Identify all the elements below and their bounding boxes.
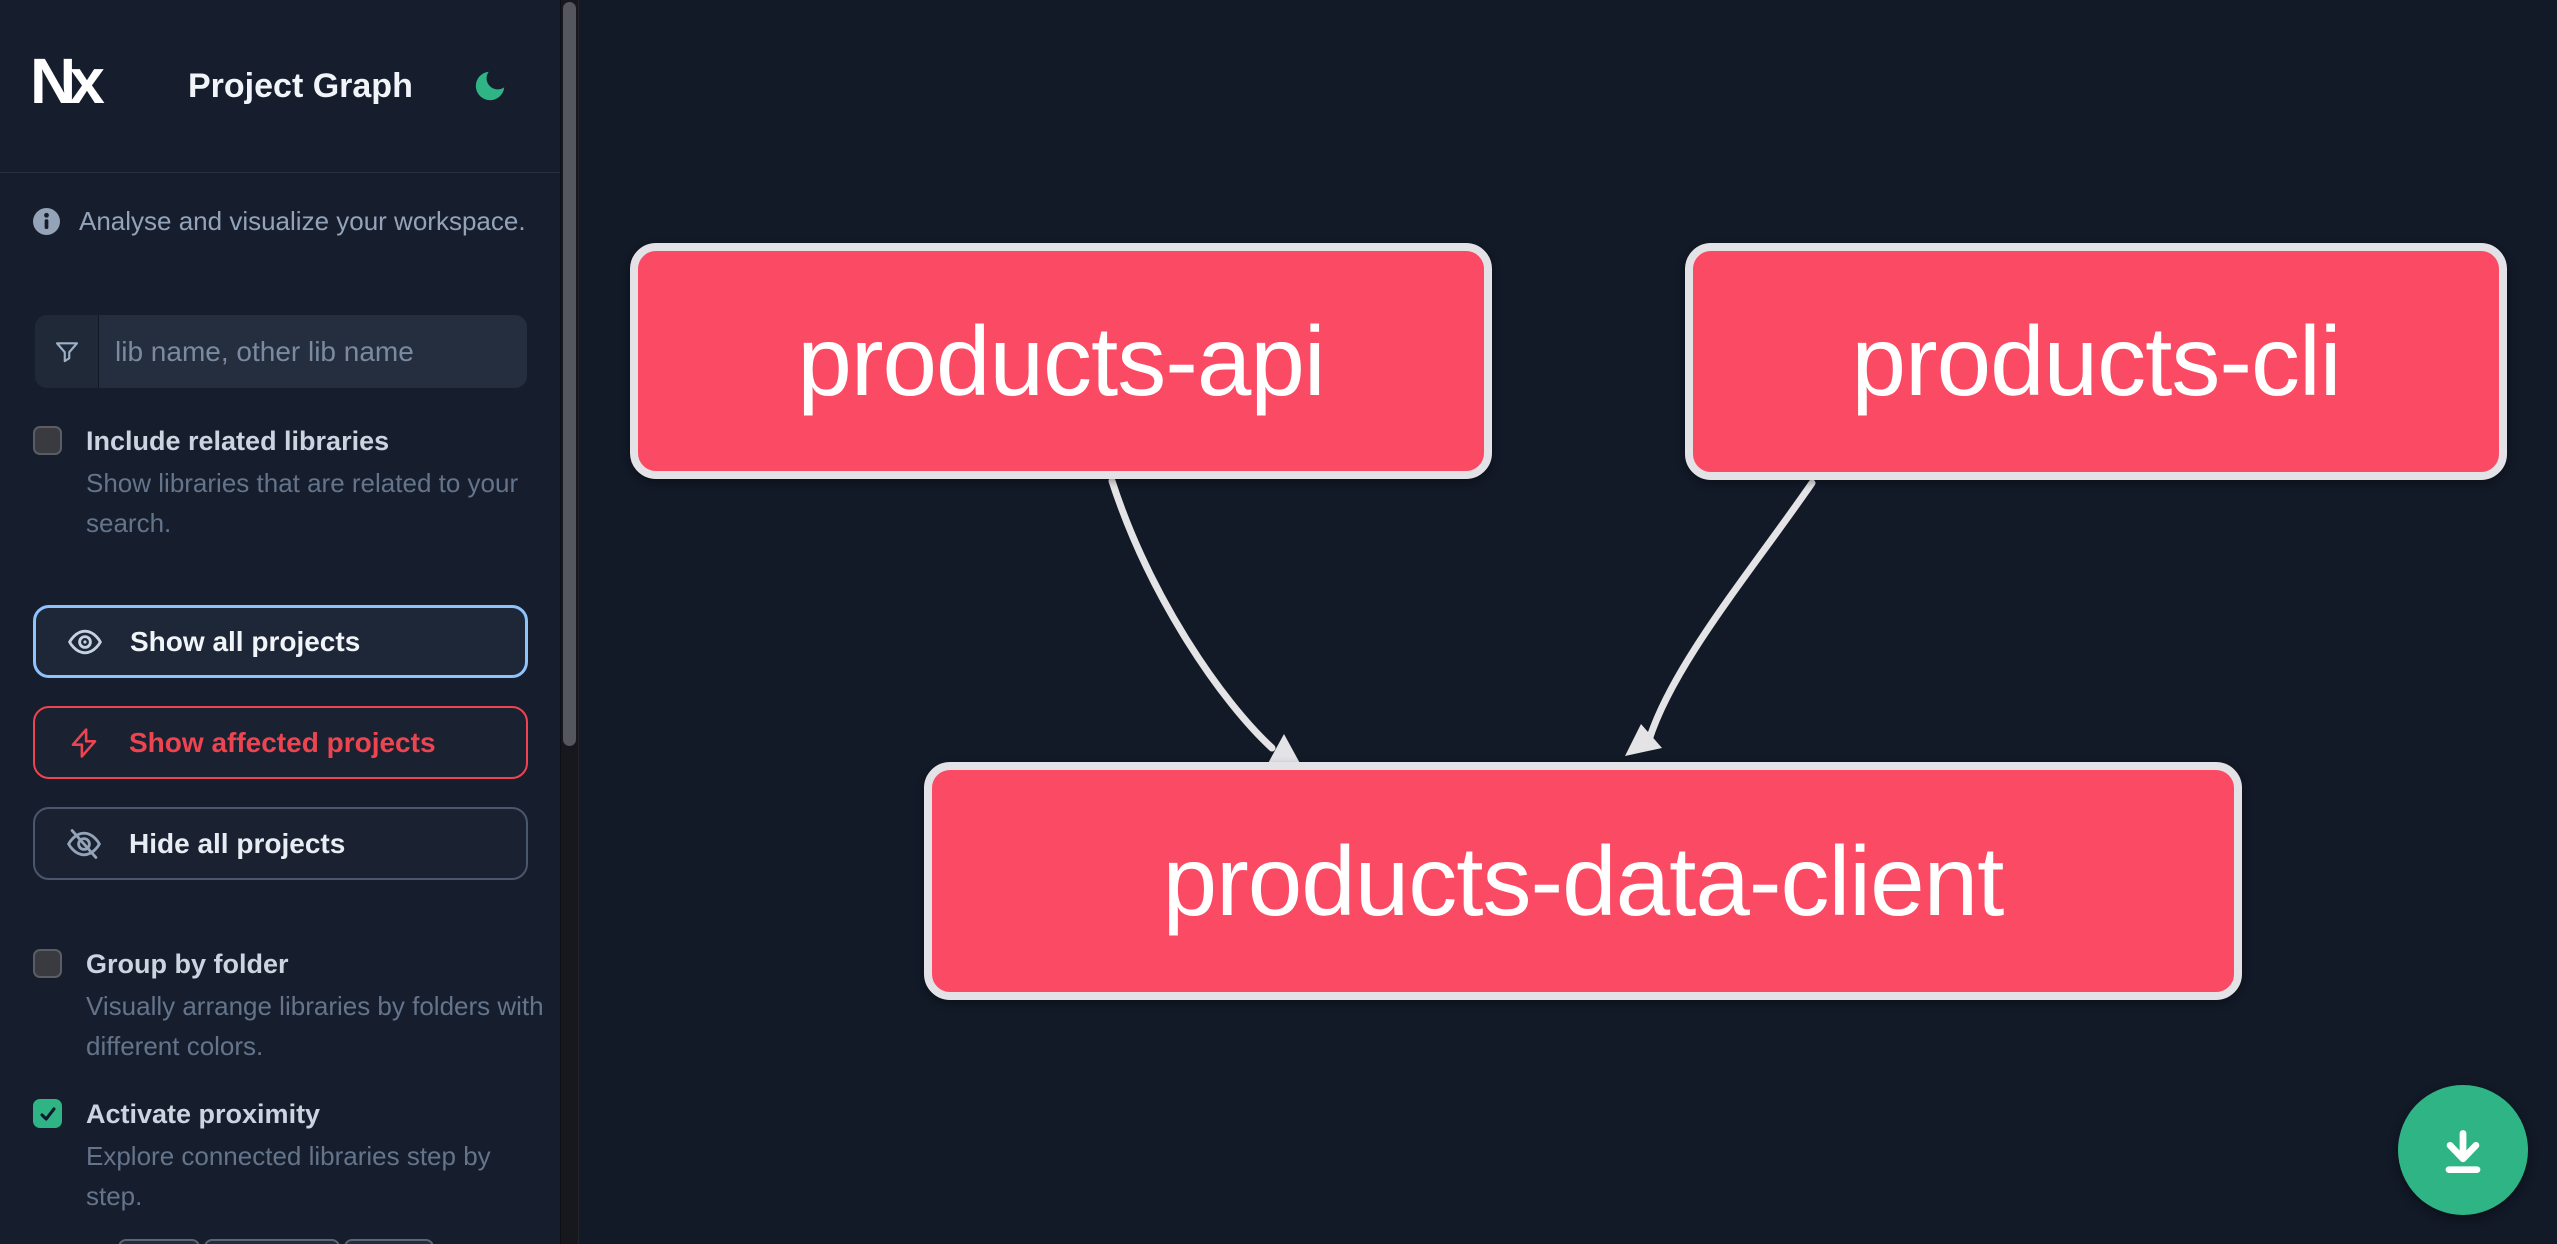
button-label: Show all projects [130, 625, 361, 657]
stepper-value [204, 1239, 340, 1244]
workspace-tagline: Analyse and visualize your workspace. [33, 206, 526, 237]
project-node-products-api[interactable]: products-api [630, 243, 1492, 479]
option-group-by-folder: Group by folder Visually arrange librari… [33, 948, 546, 1066]
sidebar: Nx Project Graph Analyse and visualize y… [0, 0, 560, 1244]
option-activate-proximity: Activate proximity Explore connected lib… [33, 1098, 546, 1216]
graph-canvas[interactable] [579, 0, 2557, 1244]
scrollbar-thumb[interactable] [563, 2, 576, 746]
show-all-projects-button[interactable]: Show all projects [33, 605, 528, 678]
sidebar-scrollbar [560, 0, 579, 1244]
checkmark-icon [39, 1106, 56, 1121]
button-label: Show affected projects [129, 726, 436, 758]
stepper-decrement-button[interactable] [118, 1239, 200, 1244]
option-include-related-libraries: Include related libraries Show libraries… [33, 425, 546, 543]
filter-icon [55, 341, 78, 362]
option-description: Show libraries that are related to your … [86, 468, 519, 538]
info-icon [33, 208, 60, 235]
show-affected-projects-button[interactable]: Show affected projects [33, 706, 528, 779]
project-node-products-cli[interactable]: products-cli [1685, 243, 2507, 480]
option-label[interactable]: Activate proximity [86, 1099, 321, 1129]
moon-icon [475, 71, 505, 101]
project-node-products-data-client[interactable]: products-data-client [924, 762, 2242, 1000]
filter-icon-box [35, 315, 99, 388]
option-label[interactable]: Include related libraries [86, 426, 390, 456]
option-description: Explore connected libraries step by step… [86, 1141, 491, 1211]
eye-icon [66, 623, 104, 661]
eye-off-icon [65, 825, 103, 863]
activate-proximity-checkbox[interactable] [33, 1099, 62, 1128]
page-title: Project Graph [188, 67, 413, 105]
nx-logo: Nx [30, 45, 105, 117]
include-related-checkbox[interactable] [33, 426, 62, 455]
tagline-text: Analyse and visualize your workspace. [79, 206, 526, 236]
save-image-button[interactable] [2398, 1085, 2528, 1215]
search-box [35, 315, 527, 388]
option-label[interactable]: Group by folder [86, 949, 289, 979]
search-input[interactable] [99, 315, 527, 388]
theme-toggle-button[interactable] [470, 66, 510, 106]
stepper-increment-button[interactable] [344, 1239, 434, 1244]
download-icon [2445, 1130, 2481, 1174]
option-description: Visually arrange libraries by folders wi… [86, 991, 544, 1061]
hide-all-projects-button[interactable]: Hide all projects [33, 807, 528, 880]
sidebar-header: Nx Project Graph [0, 0, 560, 173]
group-by-folder-checkbox[interactable] [33, 949, 62, 978]
bolt-icon [65, 726, 103, 760]
proximity-depth-stepper [118, 1239, 434, 1244]
button-label: Hide all projects [129, 827, 346, 859]
